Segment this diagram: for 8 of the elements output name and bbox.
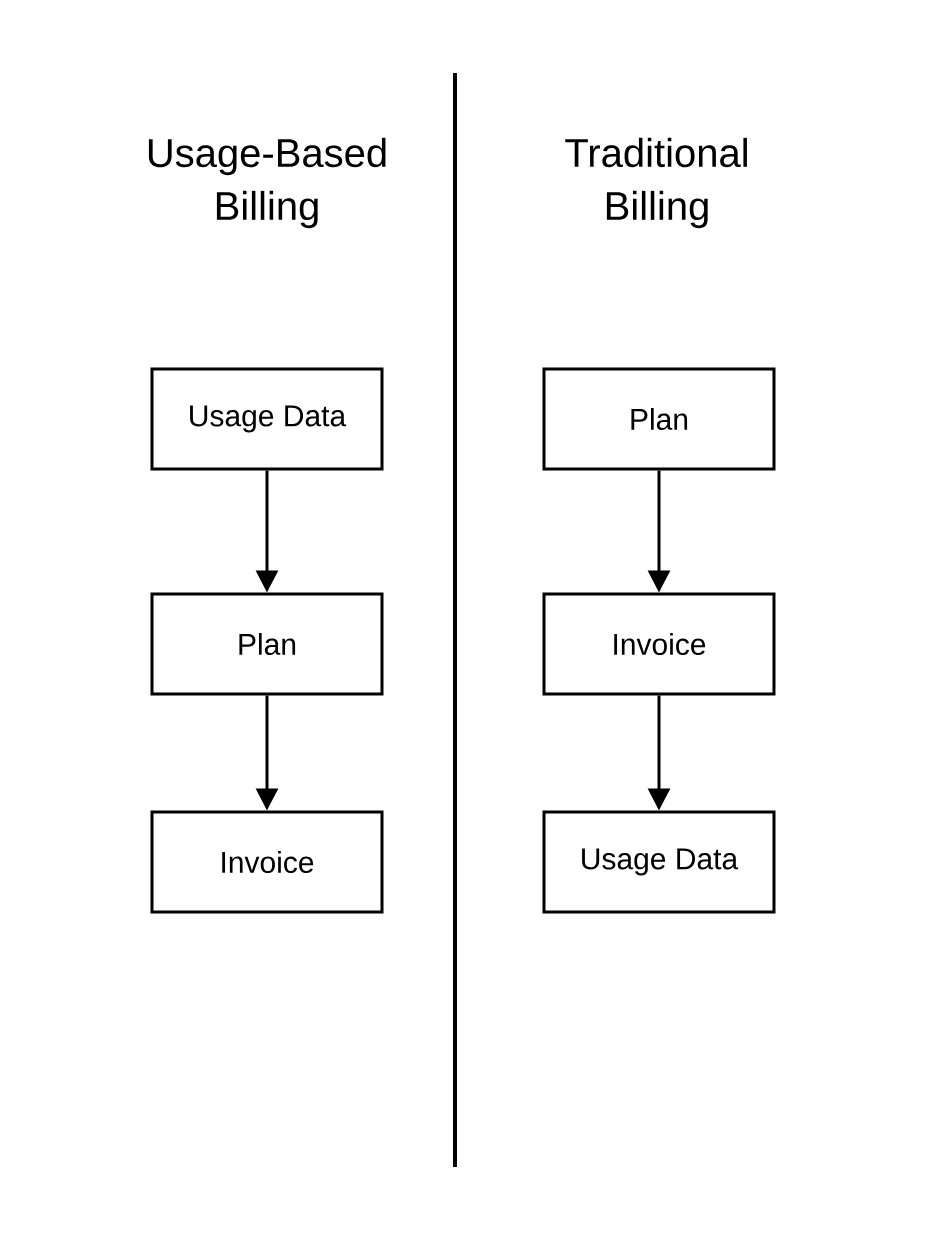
process-box: Usage Data <box>150 367 384 471</box>
process-box: Plan <box>542 367 776 471</box>
process-box: Invoice <box>542 592 776 696</box>
column-heading: Traditional Billing <box>565 137 747 229</box>
process-box: Invoice <box>150 810 384 914</box>
process-box: Plan <box>150 592 384 696</box>
process-box: Usage Data <box>542 810 776 914</box>
column-heading: Usage-Based Billing <box>148 137 386 229</box>
